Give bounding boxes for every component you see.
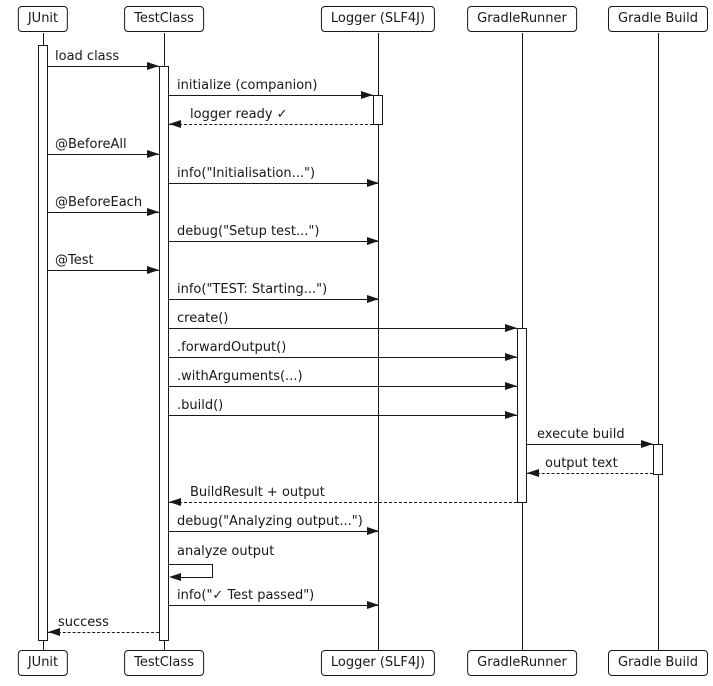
message-line: [169, 124, 373, 125]
message-label: info("Initialisation..."): [177, 166, 316, 181]
message-label: BuildResult + output: [190, 485, 325, 500]
message-label: success: [58, 615, 109, 630]
self-message-right-line: [212, 564, 213, 577]
arrowhead-right-icon: [505, 352, 517, 361]
activation-logger: [373, 95, 383, 125]
arrowhead-right-icon: [505, 410, 517, 419]
message-line: [169, 241, 379, 242]
message-label: execute build: [537, 427, 625, 442]
message-line: [169, 605, 379, 606]
arrowhead-left-icon: [527, 468, 539, 477]
activation-testclass: [159, 66, 169, 641]
arrowhead-right-icon: [505, 381, 517, 390]
participant-logger-bottom: Logger (SLF4J): [320, 650, 436, 676]
lifeline-gradlebuild: [657, 33, 659, 650]
message-line: [169, 299, 379, 300]
arrowhead-right-icon: [147, 61, 159, 70]
participant-gradlerunner-top: GradleRunner: [467, 6, 577, 32]
arrowhead-left-icon: [169, 497, 181, 506]
arrowhead-right-icon: [147, 149, 159, 158]
message-label: output text: [545, 456, 618, 471]
participant-junit-bottom: JUnit: [17, 650, 69, 676]
message-label: debug("Analyzing output..."): [177, 514, 363, 529]
message-line: [48, 632, 159, 633]
participant-logger-top: Logger (SLF4J): [320, 6, 436, 32]
message-line: [169, 415, 517, 416]
participant-gradlerunner-bottom: GradleRunner: [467, 650, 577, 676]
message-line: [169, 95, 373, 96]
arrowhead-right-icon: [147, 265, 159, 274]
arrowhead-right-icon: [641, 439, 653, 448]
message-line: [169, 531, 379, 532]
message-label: info("✓ Test passed"): [177, 588, 315, 603]
arrowhead-left-icon: [169, 572, 181, 581]
arrowhead-left-icon: [48, 627, 60, 636]
arrowhead-right-icon: [367, 294, 379, 303]
participant-gradlebuild-top: Gradle Build: [607, 6, 709, 32]
message-line: [48, 66, 159, 67]
arrowhead-right-icon: [367, 178, 379, 187]
message-label: analyze output: [177, 544, 275, 559]
message-label: @Test: [55, 253, 94, 268]
message-label: initialize (companion): [177, 78, 318, 93]
message-line: [527, 444, 653, 445]
self-message-top-line: [169, 564, 213, 565]
arrowhead-right-icon: [367, 600, 379, 609]
message-line: [48, 212, 159, 213]
message-label: .build(): [177, 398, 224, 413]
message-label: info("TEST: Starting..."): [177, 282, 328, 297]
message-label: create(): [177, 311, 229, 326]
message-line: [527, 473, 653, 474]
activation-gradlerunner: [517, 328, 527, 503]
message-label: @BeforeAll: [55, 137, 127, 152]
message-line: [169, 357, 517, 358]
message-line: [169, 328, 517, 329]
arrowhead-right-icon: [367, 236, 379, 245]
message-label: @BeforeEach: [55, 195, 143, 210]
message-label: debug("Setup test..."): [177, 224, 320, 239]
self-message-bottom-line: [181, 577, 213, 578]
activation-junit: [38, 45, 48, 641]
participant-gradlebuild-bottom: Gradle Build: [607, 650, 709, 676]
message-label: .forwardOutput(): [177, 340, 287, 355]
arrowhead-right-icon: [147, 207, 159, 216]
message-line: [48, 154, 159, 155]
participant-junit-top: JUnit: [17, 6, 69, 32]
message-line: [169, 386, 517, 387]
participant-testclass-bottom: TestClass: [124, 650, 204, 676]
message-label: load class: [55, 49, 120, 64]
message-label: logger ready ✓: [190, 107, 288, 122]
arrowhead-left-icon: [169, 119, 181, 128]
message-line: [169, 183, 379, 184]
message-label: .withArguments(...): [177, 369, 303, 384]
activation-gradlebuild: [653, 444, 663, 475]
arrowhead-right-icon: [367, 526, 379, 535]
lifeline-logger: [377, 33, 379, 650]
message-line: [48, 270, 159, 271]
arrowhead-right-icon: [361, 90, 373, 99]
message-line: [169, 502, 517, 503]
arrowhead-right-icon: [505, 323, 517, 332]
participant-testclass-top: TestClass: [124, 6, 204, 32]
